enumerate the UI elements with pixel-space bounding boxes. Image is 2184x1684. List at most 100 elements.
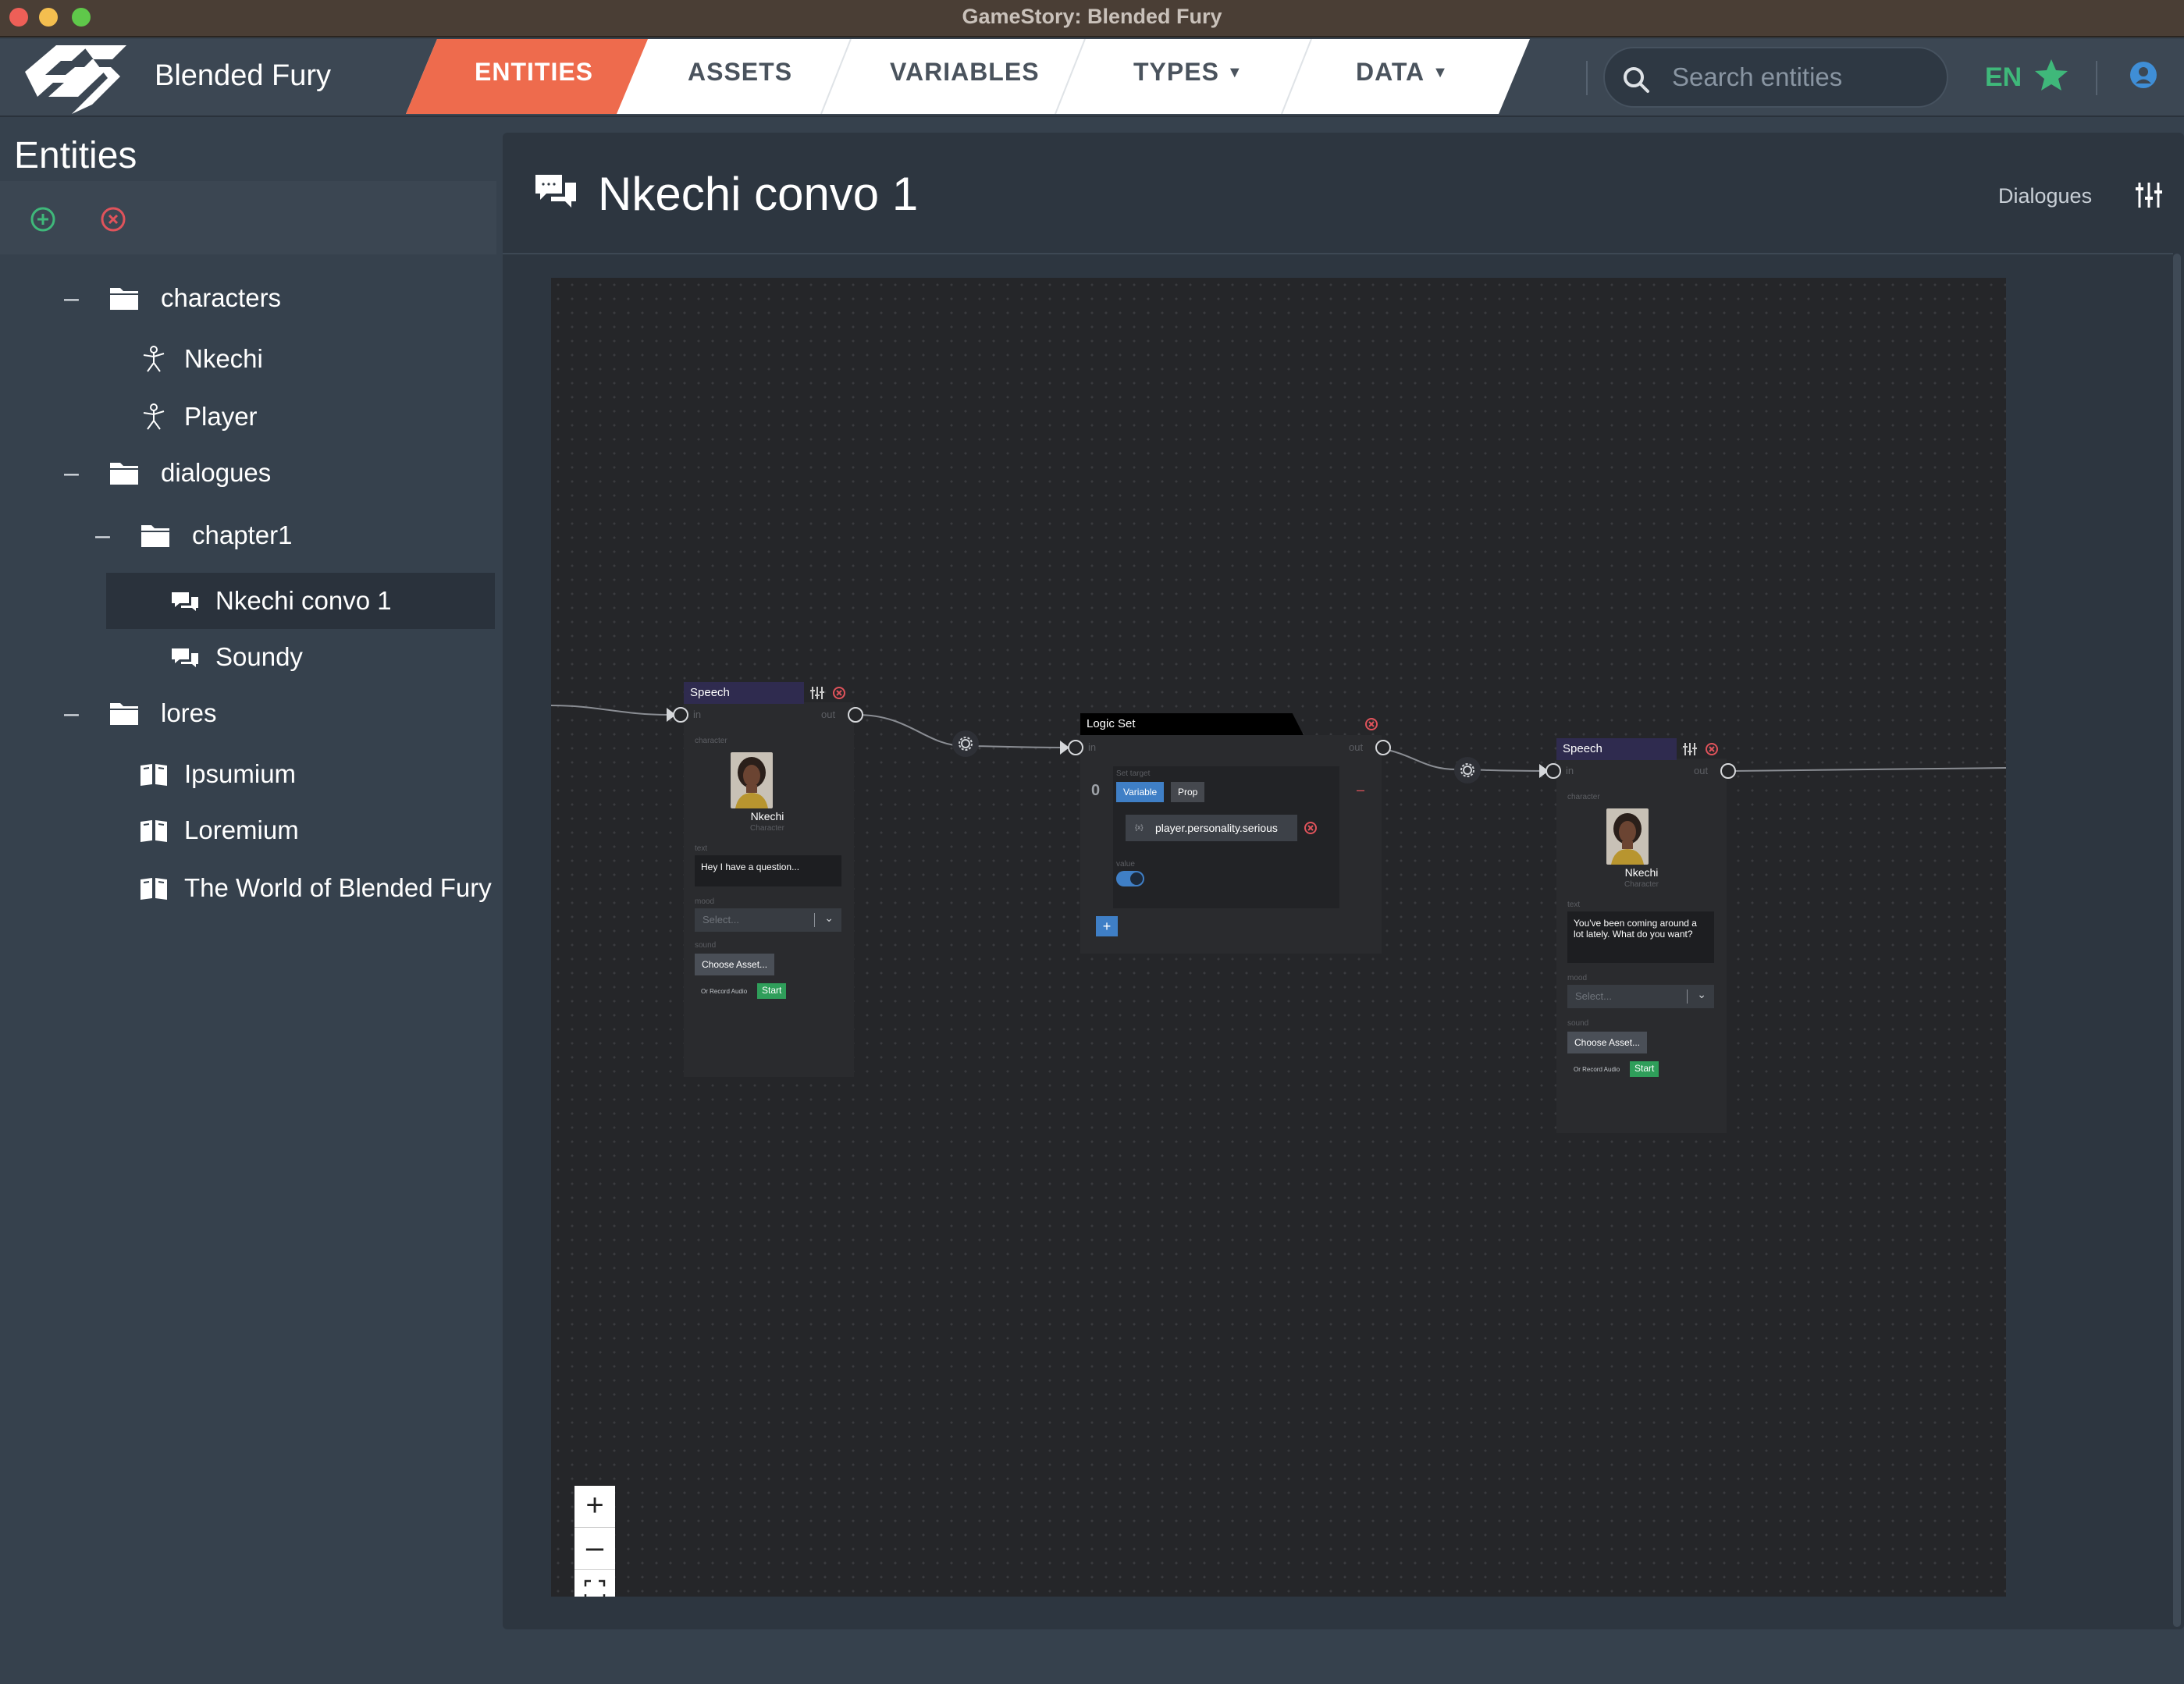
input-port[interactable] [1546, 763, 1561, 779]
character-avatar[interactable] [731, 752, 773, 808]
port-in-label: in [1088, 741, 1097, 753]
edge-settings-icon[interactable] [952, 730, 979, 757]
tree-item-loremium[interactable]: Loremium [0, 802, 468, 858]
collapse-icon[interactable]: – [64, 457, 79, 488]
field-label: sound [695, 941, 717, 950]
tabs-background [406, 39, 1530, 114]
speech-node[interactable]: Speech in out character Nkechi Character… [684, 682, 854, 1077]
collapse-icon[interactable]: – [64, 282, 79, 313]
minimize-window-button[interactable] [39, 8, 58, 27]
start-recording-button[interactable]: Start [1630, 1061, 1659, 1077]
zoom-window-button[interactable] [72, 8, 91, 27]
book-icon [141, 878, 167, 900]
tree-folder-lores[interactable]: – lores [0, 685, 468, 741]
folder-icon [110, 463, 138, 485]
tree-item-soundy[interactable]: Soundy [0, 629, 468, 685]
start-recording-button[interactable]: Start [757, 983, 787, 999]
zoom-in-button[interactable]: + [585, 1488, 604, 1522]
variable-chip[interactable]: {x} player.personality.serious [1126, 815, 1297, 841]
tree-label: Loremium [184, 815, 299, 844]
tab-types-label: TYPES [1133, 58, 1219, 86]
logic-set-node[interactable]: Logic Set in out 0 Set target Variable P… [1080, 713, 1382, 954]
edge-settings-icon[interactable] [1454, 757, 1481, 783]
gamestory-logo-icon[interactable] [17, 42, 134, 117]
mood-select[interactable]: Select... ⌄ [695, 908, 841, 932]
character-type: Character [1624, 880, 1659, 889]
main-scrollbar[interactable] [2173, 254, 2181, 1627]
field-label: character [695, 737, 727, 745]
folder-icon [141, 525, 169, 547]
tree-item-nkechi[interactable]: Nkechi [0, 331, 468, 387]
search-box[interactable] [1603, 47, 1948, 108]
tab-types[interactable]: TYPES▼ [1133, 58, 1243, 87]
main-header: Nkechi convo 1 Dialogues [503, 133, 2173, 254]
node-header[interactable]: Speech [1556, 738, 1677, 760]
node-header[interactable]: Logic Set [1080, 713, 1304, 735]
field-label: value [1116, 860, 1135, 869]
target-prop-button[interactable]: Prop [1171, 782, 1205, 802]
mood-select-value: Select... [703, 914, 739, 925]
search-input[interactable] [1672, 59, 1937, 95]
close-icon[interactable] [1364, 717, 1378, 731]
output-port[interactable] [848, 707, 863, 723]
close-window-button[interactable] [9, 8, 28, 27]
record-audio-label: Or Record Audio [701, 988, 748, 995]
speech-text-input[interactable]: Hey I have a question... [695, 855, 841, 886]
delete-entity-icon[interactable] [100, 206, 126, 233]
sidebar-title: Entities [14, 135, 137, 176]
field-label: mood [695, 897, 715, 906]
star-icon[interactable] [2034, 58, 2068, 92]
sliders-icon[interactable] [810, 686, 824, 700]
input-port[interactable] [1068, 740, 1083, 755]
sliders-icon[interactable] [2136, 181, 2162, 209]
close-icon[interactable] [1304, 821, 1318, 835]
tree-folder-characters[interactable]: – characters [0, 270, 468, 326]
character-avatar[interactable] [1606, 808, 1649, 865]
close-icon[interactable] [1705, 742, 1719, 756]
sliders-icon[interactable] [1683, 742, 1697, 756]
toggle-knob [1130, 872, 1143, 885]
input-port[interactable] [673, 707, 688, 723]
tree-label: chapter1 [192, 520, 293, 549]
tree-item-player[interactable]: Player [0, 389, 468, 445]
mood-select[interactable]: Select... ⌄ [1567, 985, 1714, 1008]
tree-label: dialogues [161, 458, 272, 487]
tree-item-ipsumium[interactable]: Ipsumium [0, 746, 468, 802]
dialogue-icon [172, 648, 198, 667]
speech-node[interactable]: Speech in out character Nkechi Character… [1556, 738, 1727, 1133]
language-selector[interactable]: EN [1985, 62, 2022, 92]
add-setter-button[interactable]: + [1096, 916, 1118, 936]
project-name: Blended Fury [155, 59, 332, 92]
collapse-icon[interactable]: – [95, 520, 110, 550]
port-out-label: out [1694, 765, 1709, 776]
target-variable-button[interactable]: Variable [1116, 782, 1165, 802]
setter-panel: Set target Variable Prop {x} player.pers… [1113, 766, 1339, 908]
speech-text-input[interactable]: You've been coming around a lot lately. … [1567, 911, 1714, 963]
entity-type-label[interactable]: Dialogues [1998, 184, 2093, 208]
port-out-label: out [821, 709, 836, 720]
close-icon[interactable] [832, 686, 846, 700]
user-account-icon[interactable] [2129, 61, 2157, 89]
dialogue-graph-canvas[interactable]: Speech in out character Nkechi Character… [551, 278, 2006, 1597]
tree-folder-dialogues[interactable]: – dialogues [0, 445, 468, 501]
choose-asset-button[interactable]: Choose Asset... [1567, 1032, 1648, 1053]
node-header[interactable]: Speech [684, 682, 804, 704]
collapse-icon[interactable]: – [64, 698, 79, 728]
zoom-out-button[interactable]: – [585, 1530, 604, 1565]
tab-entities[interactable]: ENTITIES [475, 58, 594, 86]
output-port[interactable] [1720, 763, 1736, 779]
tab-variables[interactable]: VARIABLES [890, 58, 1040, 86]
folder-icon [110, 288, 138, 310]
tree-item-world-of-blended-fury[interactable]: The World of Blended Fury [0, 860, 492, 916]
choose-asset-button[interactable]: Choose Asset... [695, 954, 775, 975]
character-name: Nkechi [750, 810, 784, 822]
tab-assets[interactable]: ASSETS [688, 58, 793, 86]
value-toggle[interactable] [1116, 871, 1144, 886]
remove-setter-button[interactable]: – [1357, 782, 1365, 798]
output-port[interactable] [1375, 740, 1391, 755]
tree-item-nkechi-convo-1[interactable]: Nkechi convo 1 [106, 573, 495, 629]
tree-folder-chapter1[interactable]: – chapter1 [0, 507, 468, 563]
tab-data[interactable]: DATA▼ [1356, 58, 1449, 87]
add-entity-icon[interactable] [30, 206, 56, 233]
fit-view-icon[interactable] [584, 1579, 606, 1597]
